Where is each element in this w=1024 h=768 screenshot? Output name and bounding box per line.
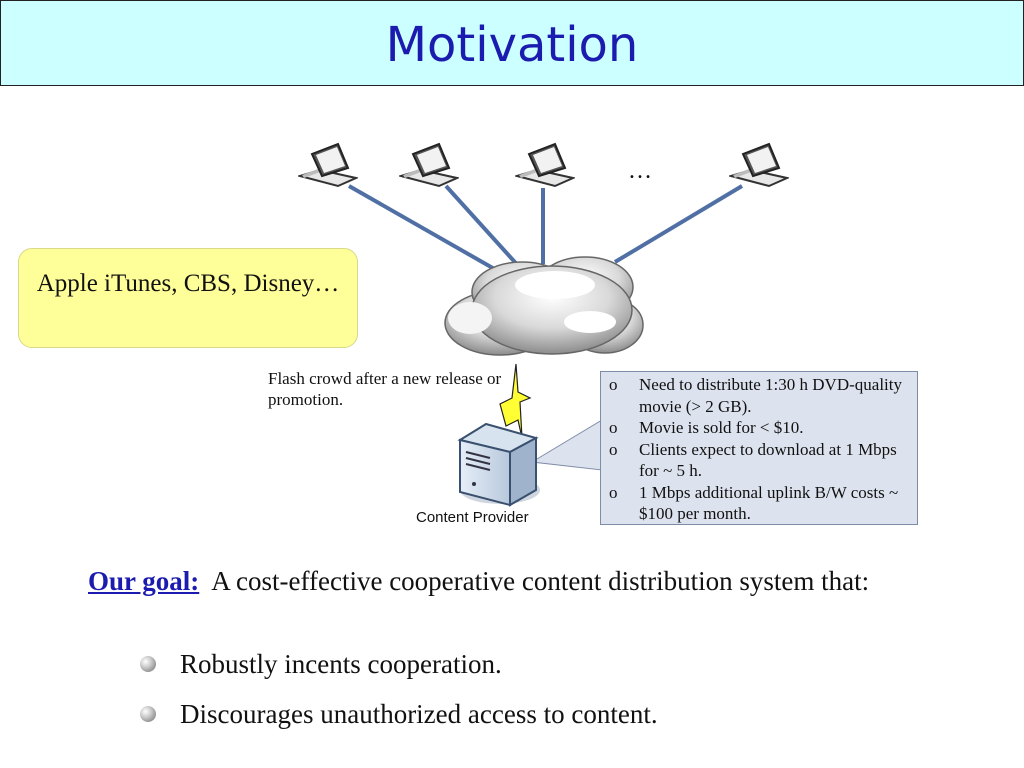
goal-item: Discourages unauthorized access to conte… xyxy=(140,698,658,748)
requirements-box: Need to distribute 1:30 h DVD-quality mo… xyxy=(600,371,918,525)
flash-crowd-note: Flash crowd after a new release or promo… xyxy=(268,368,508,410)
callout-pointer xyxy=(530,419,603,471)
requirement-item: Need to distribute 1:30 h DVD-quality mo… xyxy=(607,374,911,417)
laptop-icons xyxy=(299,143,788,187)
server-icon xyxy=(457,422,540,507)
lightning-icon xyxy=(499,363,532,439)
title-bar: Motivation xyxy=(0,0,1024,86)
link-line-2 xyxy=(444,184,524,272)
slide-title: Motivation xyxy=(385,17,639,73)
goal-item-text: Discourages unauthorized access to conte… xyxy=(180,699,658,729)
laptop-icon xyxy=(299,143,357,187)
requirement-item: Movie is sold for < $10. xyxy=(607,417,911,439)
requirement-item: Clients expect to download at 1 Mbps for… xyxy=(607,439,911,482)
laptop-icon xyxy=(516,143,574,187)
requirements-list: Need to distribute 1:30 h DVD-quality mo… xyxy=(607,374,911,525)
content-provider-label: Content Provider xyxy=(416,509,529,526)
bullet-icon xyxy=(140,706,156,722)
cloud-icon xyxy=(444,256,644,356)
laptop-icon xyxy=(400,143,458,187)
callout-text: Apple iTunes, CBS, Disney… xyxy=(36,270,340,297)
bullet-icon xyxy=(140,656,156,672)
goal-text: A cost-effective cooperative content dis… xyxy=(211,566,870,596)
link-line-1 xyxy=(348,184,506,277)
content-owners-callout: Apple iTunes, CBS, Disney… xyxy=(18,248,358,348)
connection-lines xyxy=(348,184,744,277)
requirement-item: 1 Mbps additional uplink B/W costs ~ $10… xyxy=(607,482,911,525)
goal-item-text: Robustly incents cooperation. xyxy=(180,649,502,679)
laptop-icon xyxy=(730,143,788,187)
goal-statement: Our goal: A cost-effective cooperative co… xyxy=(88,563,948,599)
flash-crowd-text: Flash crowd after a new release or promo… xyxy=(268,369,502,409)
goal-label: Our goal: xyxy=(88,566,200,596)
goal-item: Robustly incents cooperation. xyxy=(140,648,658,698)
more-clients-ellipsis: … xyxy=(628,158,652,184)
goal-list: Robustly incents cooperation. Discourage… xyxy=(140,648,658,748)
link-line-4 xyxy=(613,184,744,264)
